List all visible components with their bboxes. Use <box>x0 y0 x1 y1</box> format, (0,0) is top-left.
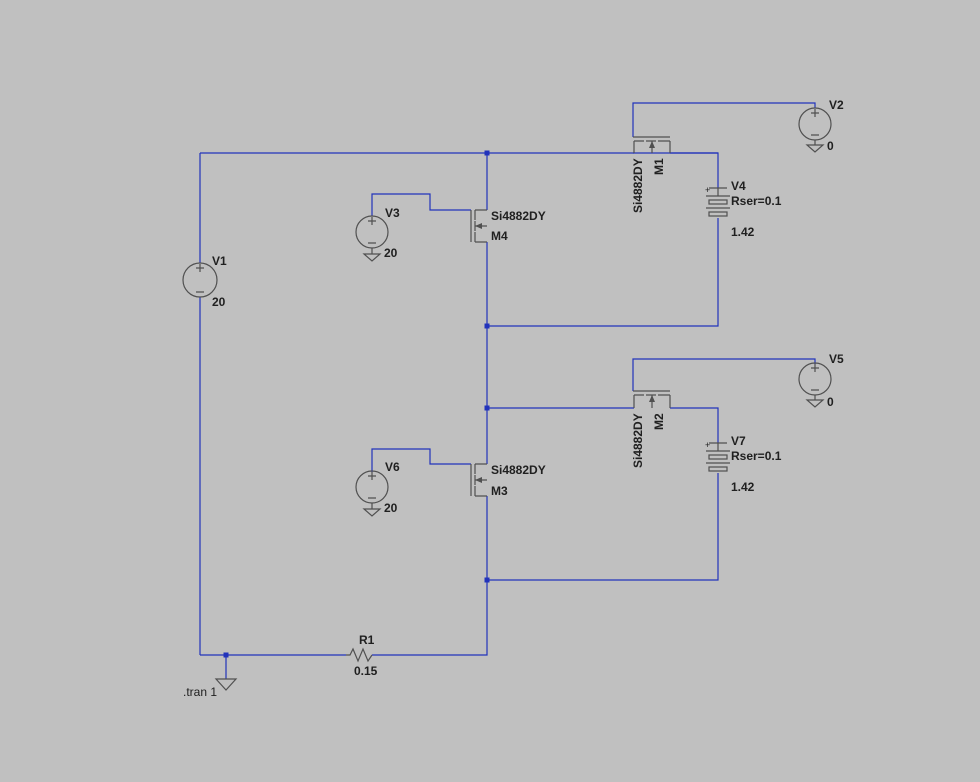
voltage-source-v5[interactable]: V5 0 <box>798 352 844 409</box>
svg-text:+: + <box>705 440 710 450</box>
spice-directive[interactable]: .tran 1 <box>183 685 217 699</box>
v3-name: V3 <box>385 206 400 220</box>
junctions <box>223 150 490 658</box>
mosfet-m3[interactable]: Si4882DY M3 <box>470 463 546 498</box>
ground-symbol <box>214 678 238 691</box>
v6-name: V6 <box>385 460 400 474</box>
voltage-source-v2[interactable]: V2 0 <box>798 98 844 153</box>
m1-name: M1 <box>652 158 666 175</box>
wires <box>199 102 816 679</box>
v4-rser: Rser=0.1 <box>731 194 782 208</box>
v5-name: V5 <box>829 352 844 366</box>
v7-rser: Rser=0.1 <box>731 449 782 463</box>
v1-name: V1 <box>212 254 227 268</box>
v6-value: 20 <box>384 501 398 515</box>
mosfet-m1[interactable]: Si4882DY M1 <box>631 136 671 213</box>
mosfet-m4[interactable]: Si4882DY M4 <box>470 209 546 243</box>
v1-value: 20 <box>212 295 226 309</box>
m3-name: M3 <box>491 484 508 498</box>
m2-name: M2 <box>652 413 666 430</box>
voltage-source-v3[interactable]: V3 20 <box>355 206 400 262</box>
m3-model: Si4882DY <box>491 463 546 477</box>
m4-model: Si4882DY <box>491 209 546 223</box>
battery-source-v4[interactable]: + V4 Rser=0.1 1.42 <box>705 179 782 239</box>
v7-name: V7 <box>731 434 746 448</box>
m1-model: Si4882DY <box>631 158 645 213</box>
svg-text:+: + <box>705 185 710 195</box>
v2-name: V2 <box>829 98 844 112</box>
v5-value: 0 <box>827 395 834 409</box>
v7-value: 1.42 <box>731 480 755 494</box>
v2-value: 0 <box>827 139 834 153</box>
mosfet-m2[interactable]: Si4882DY M2 <box>631 390 671 468</box>
voltage-source-v1[interactable]: V1 20 <box>182 254 227 309</box>
battery-source-v7[interactable]: + V7 Rser=0.1 1.42 <box>705 434 782 494</box>
voltage-source-v6[interactable]: V6 20 <box>355 460 400 517</box>
resistor-r1[interactable]: R1 0.15 <box>346 633 378 678</box>
m4-name: M4 <box>491 229 508 243</box>
r1-name: R1 <box>359 633 375 647</box>
v4-name: V4 <box>731 179 746 193</box>
v4-value: 1.42 <box>731 225 755 239</box>
r1-value: 0.15 <box>354 664 378 678</box>
v3-value: 20 <box>384 246 398 260</box>
m2-model: Si4882DY <box>631 413 645 468</box>
